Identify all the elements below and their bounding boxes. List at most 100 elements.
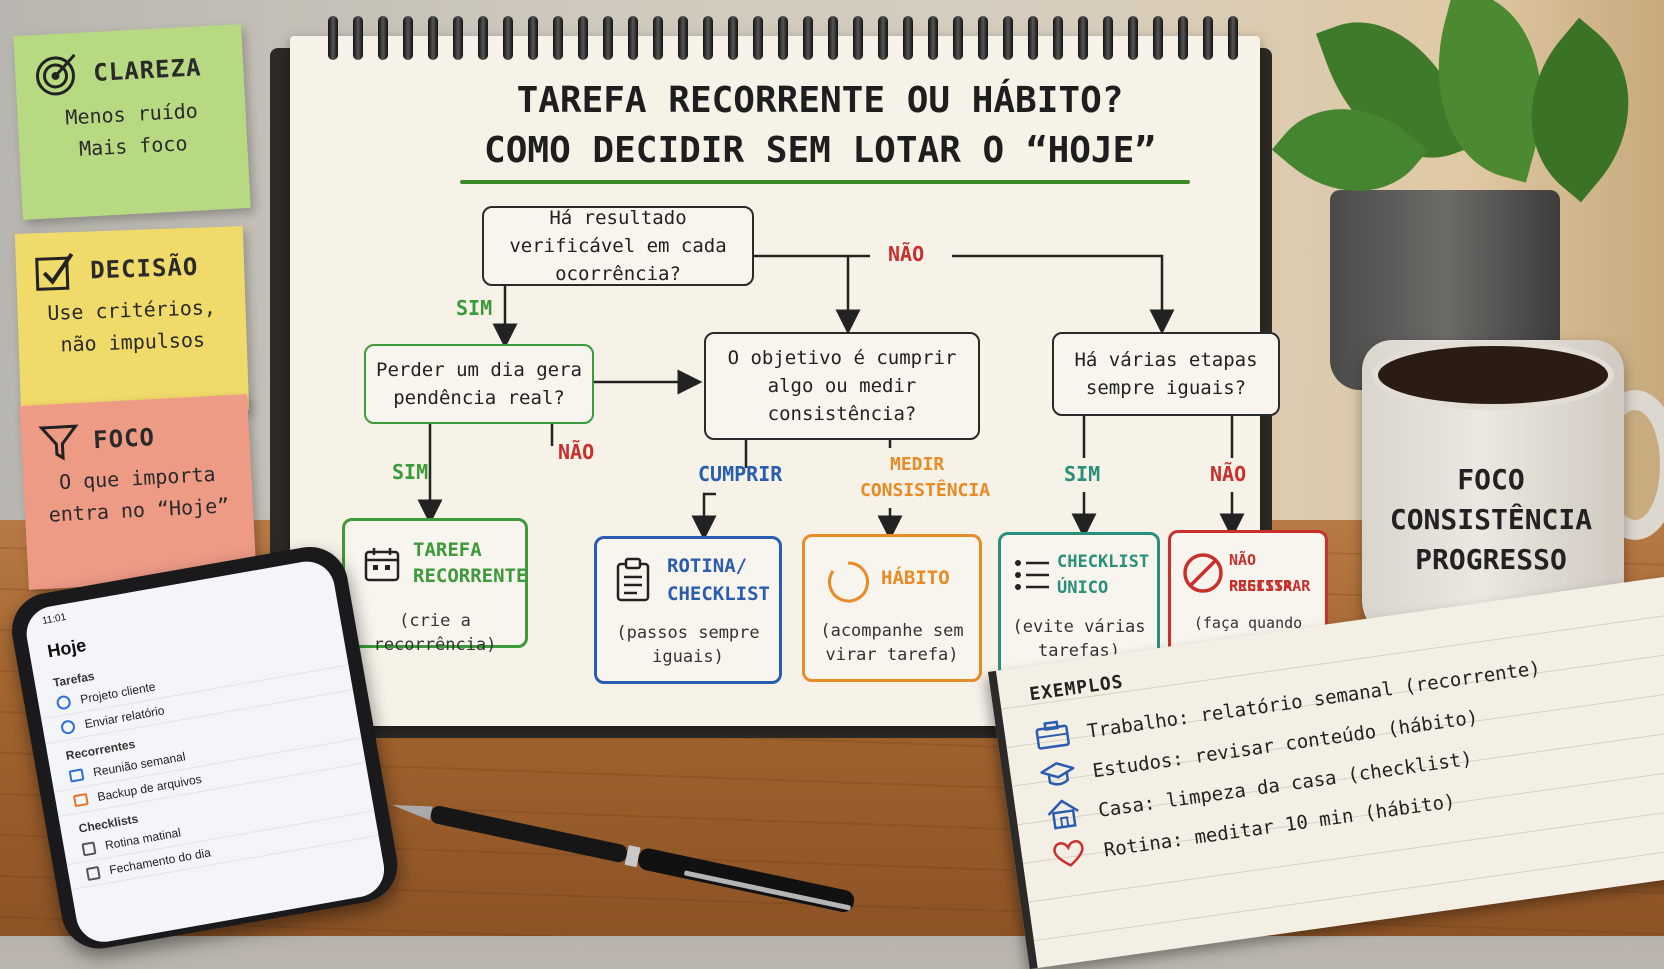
spiral-ring — [1078, 16, 1088, 60]
sticky-note-decisao: DECISÃO Use critérios, não impulsos — [14, 226, 250, 418]
example-row: Trabalho: relatório semanal (recorrente) — [1033, 648, 1543, 759]
spiral-ring — [528, 16, 538, 60]
outcome-title: TAREFA — [413, 539, 482, 561]
checkbox-icon — [81, 840, 97, 856]
title-underline — [460, 180, 1190, 184]
examples-notebook: EXEMPLOS Trabalho: relatório semanal (re… — [988, 570, 1664, 969]
calendar-icon — [363, 545, 401, 587]
example-row: Casa: limpeza da casa (checklist) — [1044, 727, 1554, 838]
graduation-cap-icon — [1038, 758, 1077, 795]
pen — [392, 805, 855, 913]
outcome-habito: HÁBITO (acompanhe sem virar tarefa) — [802, 534, 982, 682]
spiral-ring — [428, 16, 438, 60]
sticky-note-foco: FOCO O que importa entra no “Hoje” — [19, 394, 257, 590]
question-text: O objetivo é cumprir algo ou medir consi… — [727, 347, 957, 425]
spiral-ring — [828, 16, 838, 60]
question-goal: O objetivo é cumprir algo ou medir consi… — [704, 332, 980, 440]
outcome-title: ÚNICO — [1057, 578, 1109, 598]
heart-icon — [1050, 837, 1088, 874]
outcome-title: ROTINA/ — [667, 555, 748, 577]
spiral-ring — [1103, 16, 1113, 60]
label-yes: SIM — [392, 460, 429, 484]
outcome-rotina-checklist: ROTINA/ CHECKLIST (passos sempre iguais) — [594, 536, 782, 684]
calendar-icon — [72, 792, 89, 808]
outcome-title: CHECKLIST — [1057, 552, 1150, 572]
label-no: NÃO — [888, 242, 925, 266]
mug-text: FOCO CONSISTÊNCIA PROGRESSO — [1386, 460, 1596, 580]
spiral-ring — [1053, 16, 1063, 60]
spiral-ring — [603, 16, 613, 60]
circle-icon — [825, 559, 871, 609]
check-icon — [59, 719, 77, 736]
label-no: NÃO — [1210, 462, 1247, 486]
label-yes: SIM — [456, 296, 493, 320]
spiral-ring — [728, 16, 738, 60]
spiral-ring — [1228, 16, 1238, 60]
flow-arrows — [417, 254, 1245, 541]
list-icon — [1013, 555, 1051, 599]
spiral-ring — [403, 16, 413, 60]
check-icon — [55, 694, 72, 711]
spiral-ring — [328, 16, 338, 60]
label-consistencia: CONSISTÊNCIA — [860, 480, 991, 501]
prohibited-icon — [1181, 551, 1225, 599]
spiral-ring — [1203, 16, 1213, 60]
outcome-desc: (passos sempre — [616, 623, 760, 643]
outcome-title: NÃO PRECISA — [1229, 551, 1293, 595]
example-row: Estudos: revisar conteúdo (hábito) — [1038, 688, 1549, 799]
spiral-ring — [1153, 16, 1163, 60]
outcome-title: RECORRENTE — [413, 565, 528, 587]
spiral-ring — [1028, 16, 1038, 60]
question-steps: Há várias etapas sempre iguais? — [1052, 332, 1280, 416]
spiral-ring — [753, 16, 763, 60]
spiral-ring — [453, 16, 463, 60]
label-medir: MEDIR — [890, 454, 945, 475]
smartphone: 11:01 Hoje Tarefas Projeto cliente Envia… — [6, 540, 404, 955]
outcome-title: CHECKLIST — [667, 583, 770, 605]
label-cumprir: CUMPRIR — [698, 462, 783, 486]
spiral-ring — [628, 16, 638, 60]
coffee — [1372, 340, 1614, 410]
spiral-ring — [878, 16, 888, 60]
question-text: Há várias etapas sempre iguais? — [1074, 349, 1258, 399]
question-verifiable-result: Há resultado verificável em cada ocorrên… — [482, 206, 754, 286]
outcome-desc: (acompanhe sem — [820, 621, 964, 641]
calendar-icon — [68, 768, 85, 783]
spiral-ring — [653, 16, 663, 60]
target-icon — [32, 51, 80, 99]
outcome-desc: virar tarefa) — [825, 645, 959, 665]
spiral-ring — [1128, 16, 1138, 60]
mug-line: FOCO — [1457, 463, 1525, 496]
spiral-ring — [953, 16, 963, 60]
spiral-ring — [928, 16, 938, 60]
question-text: Perder um dia gera pendência real? — [376, 359, 582, 409]
sticky-note-clareza: CLAREZA Menos ruído Mais foco — [13, 24, 251, 220]
example-row: Rotina: meditar 10 min (hábito) — [1050, 767, 1560, 878]
spiral-ring — [903, 16, 913, 60]
spiral-ring — [1003, 16, 1013, 60]
spiral-ring — [378, 16, 388, 60]
mug-line: CONSISTÊNCIA — [1389, 503, 1593, 536]
outcome-tarefa-recorrente: TAREFA RECORRENTE (crie a recorrência) — [342, 518, 528, 655]
spiral-ring — [803, 16, 813, 60]
question-text: Há resultado verificável em cada ocorrên… — [509, 207, 727, 285]
briefcase-icon — [1033, 718, 1071, 755]
question-pending: Perder um dia gera pendência real? — [364, 344, 594, 424]
spiral-ring — [503, 16, 513, 60]
spiral-ring — [778, 16, 788, 60]
house-icon — [1044, 796, 1083, 835]
spiral-ring — [353, 16, 363, 60]
clipboard-icon — [615, 557, 651, 607]
funnel-icon — [38, 421, 80, 463]
outcome-title: REGISTRAR — [1229, 577, 1311, 595]
phone-screen: 11:01 Hoje Tarefas Projeto cliente Envia… — [22, 557, 389, 947]
spiral-ring — [703, 16, 713, 60]
spiral-ring — [553, 16, 563, 60]
title-line-1: TAREFA RECORRENTE OU HÁBITO? — [516, 80, 1124, 121]
mug-line: PROGRESSO — [1415, 543, 1567, 576]
spiral-ring — [853, 16, 863, 60]
outcome-desc: (faça quando — [1193, 614, 1303, 632]
spiral-ring — [978, 16, 988, 60]
label-yes: SIM — [1064, 462, 1101, 486]
outcome-title: HÁBITO — [881, 567, 950, 589]
